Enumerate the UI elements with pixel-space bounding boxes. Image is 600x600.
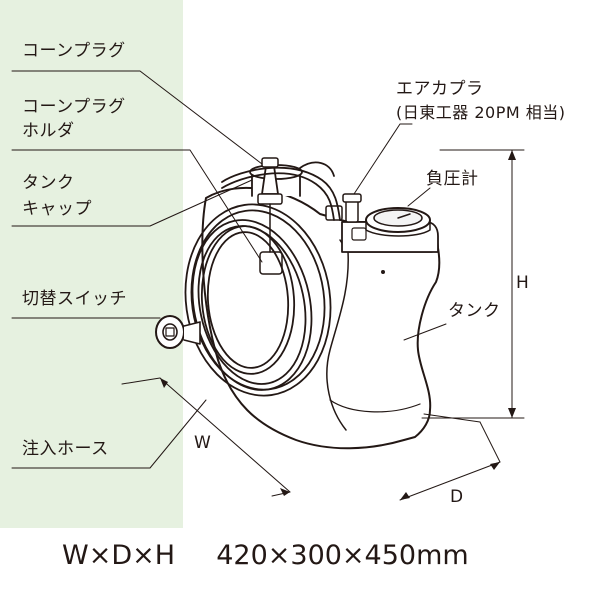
label-cone-plug-holder-line2: ホルダ [22,121,75,141]
label-hose: 注入ホース [22,439,109,459]
label-tank: タンク [448,301,501,321]
injection-hose [184,161,341,397]
label-cone-plug-holder-line1: コーンプラグ [22,97,126,117]
housing-indent [351,227,367,241]
label-cone-plug: コーンプラグ [22,41,126,61]
leader-coupler [353,123,413,195]
leader-lines [11,70,447,469]
tank-base-curve [329,399,421,413]
air-coupler-tip [342,193,362,203]
leader-tank [403,323,447,341]
label-vacuum-gauge: 負圧計 [426,169,479,189]
selector-switch [155,315,201,349]
cone-plug-cap [261,157,279,168]
label-dim-h: H [516,273,530,293]
leader-cone-plug-holder [11,149,263,263]
housing-dot [381,270,385,274]
dimension-arrowheads [160,150,516,500]
label-panel-background [0,0,183,528]
label-dim-d: D [450,487,464,507]
label-tank-cap-line1: タンク [22,173,75,193]
tank-right-face [326,251,349,431]
vacuum-gauge-rim [365,219,431,237]
label-air-coupler-line1: エアカプラ [396,79,484,99]
cone-plug-base [257,193,283,205]
dimension-values: 420×300×450mm [216,540,469,571]
air-coupler [345,199,359,223]
label-tank-cap-line2: キャップ [22,199,92,219]
leader-gauge [407,187,431,207]
label-dim-w: W [194,433,212,453]
dimension-lines [121,149,525,501]
dimension-summary: W×D×H 420×300×450mm [62,540,469,571]
leader-tank-cap [11,179,253,227]
label-switch: 切替スイッチ [22,289,127,309]
label-air-coupler-line2: (日東工器 20PM 相当) [396,103,566,122]
leader-hose [11,399,207,469]
dimension-letters: W×D×H [62,540,176,571]
cone-plug-holder [259,251,283,275]
vacuum-gauge-needle [397,213,411,219]
leader-cone-plug [11,70,263,165]
